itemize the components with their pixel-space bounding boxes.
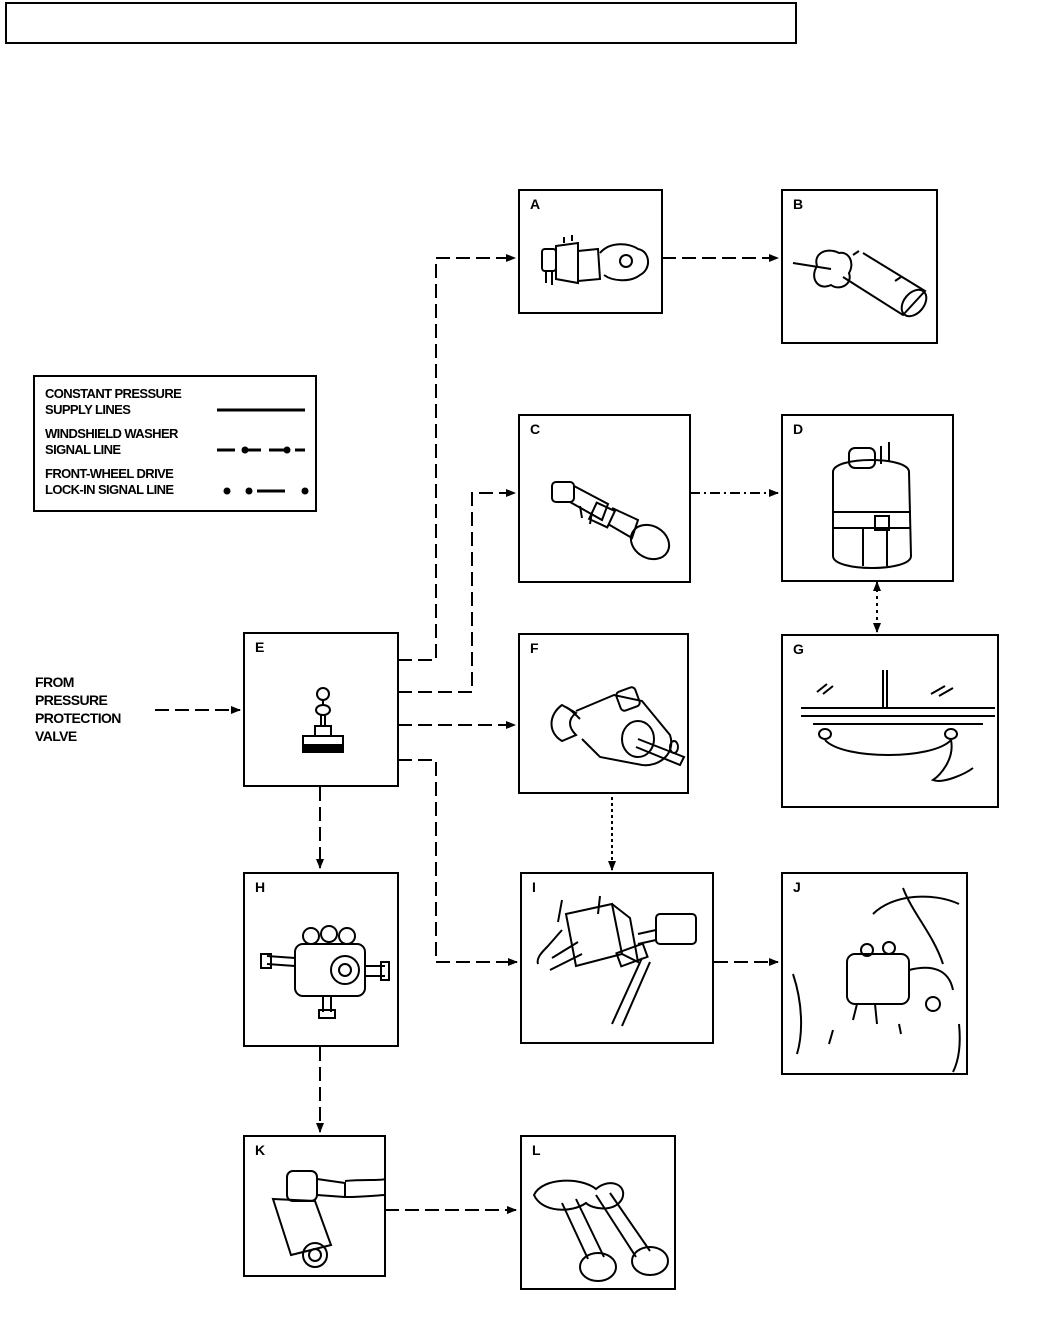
legend-item-3-line-1: FRONT-WHEEL DRIVE <box>45 466 174 481</box>
legend-swatches <box>217 408 309 495</box>
component-c: C <box>518 414 691 583</box>
legend-item-1-line-1: CONSTANT PRESSURE <box>45 386 182 401</box>
valve-assembly-icon <box>260 925 390 1019</box>
axle-actuator-icon <box>792 887 961 1073</box>
horn-valve-icon <box>271 1170 386 1268</box>
component-k-letter: K <box>255 1142 266 1158</box>
shift-valve-icon <box>550 686 686 767</box>
component-j: J <box>781 872 968 1075</box>
component-g-letter: G <box>793 641 804 657</box>
line-e-to-c <box>398 489 516 693</box>
component-b-letter: B <box>793 196 804 212</box>
air-horns-icon <box>532 1179 669 1282</box>
windshield-nozzles-icon <box>801 670 995 782</box>
component-g: G <box>781 634 999 808</box>
component-l-letter: L <box>532 1142 541 1158</box>
component-f-letter: F <box>530 640 539 656</box>
line-e-to-i <box>398 759 518 966</box>
component-l: L <box>520 1135 676 1290</box>
legend: CONSTANT PRESSURE SUPPLY LINES WINDSHIEL… <box>33 375 317 512</box>
wiper-control-valve-icon <box>551 481 671 561</box>
component-a: A <box>518 189 663 314</box>
source-label-line-4: VALVE <box>35 728 77 744</box>
source-label: FROM PRESSURE PROTECTION VALVE <box>35 673 121 745</box>
component-k: K <box>243 1135 386 1277</box>
header-box <box>5 2 797 44</box>
component-j-letter: J <box>793 879 801 895</box>
washer-reservoir-icon <box>832 442 913 569</box>
air-cylinder-icon <box>792 249 928 318</box>
component-d: D <box>781 414 954 582</box>
component-d-letter: D <box>793 421 804 437</box>
component-e-letter: E <box>255 639 265 655</box>
source-label-line-2: PRESSURE <box>35 692 108 708</box>
control-valve-knob-icon <box>302 687 344 753</box>
line-e-to-a <box>398 254 516 661</box>
component-f: F <box>518 633 689 794</box>
legend-swatch-dot-dash <box>217 446 305 454</box>
component-b: B <box>781 189 938 344</box>
air-valve-icon <box>541 235 649 285</box>
component-i: I <box>520 872 714 1044</box>
component-a-letter: A <box>530 196 541 212</box>
source-label-line-3: PROTECTION <box>35 710 121 726</box>
component-h-letter: H <box>255 879 266 895</box>
component-e: E <box>243 632 399 787</box>
legend-item-2-line-2: SIGNAL LINE <box>45 442 121 457</box>
legend-item-1-line-2: SUPPLY LINES <box>45 402 131 417</box>
legend-item-3-line-2: LOCK-IN SIGNAL LINE <box>45 482 174 497</box>
legend-swatch-dot-dot-dash <box>223 487 309 495</box>
legend-item-2-line-1: WINDSHIELD WASHER <box>45 426 178 441</box>
component-c-letter: C <box>530 421 541 437</box>
source-label-line-1: FROM <box>35 674 74 690</box>
shift-lever-valve-icon <box>536 895 697 1027</box>
component-i-letter: I <box>532 879 536 895</box>
component-h: H <box>243 872 399 1047</box>
